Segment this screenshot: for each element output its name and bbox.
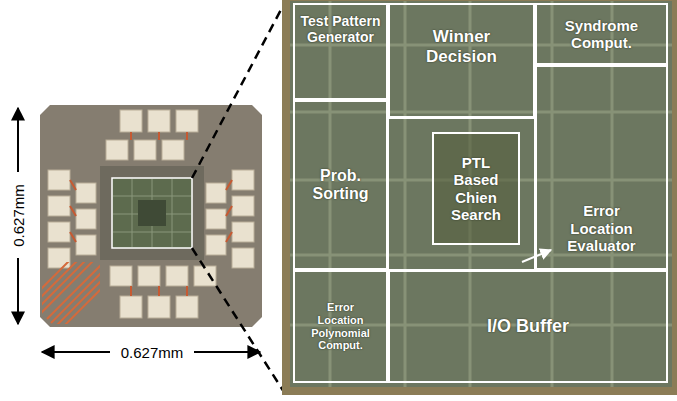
core-area [100, 166, 204, 260]
floorplan-block: Error Location Polynomial Comput. [293, 270, 388, 383]
block-label: Error Location Evaluator [558, 202, 646, 254]
zoom-region [112, 178, 192, 248]
block-label: Error Location Polynomial Comput. [308, 301, 374, 352]
floorplan-block: I/O Buffer [388, 270, 668, 383]
zoom-lines [192, 4, 284, 392]
floorplan-block: PTL Based Chien Search [432, 132, 520, 245]
hatched-region [30, 250, 110, 330]
evaluator-frame [388, 118, 535, 270]
dimension-arrows [18, 108, 260, 352]
zoom-frame [282, 0, 677, 395]
chien-area [432, 132, 520, 245]
floorplan-block: Error Location Evaluator [535, 65, 668, 270]
floorplan-block: Syndrome Comput. [535, 3, 668, 65]
floorplan-block: Test Pattern Generator [293, 3, 388, 100]
zoom-photo [290, 1, 672, 387]
block-label: Syndrome Comput. [546, 17, 658, 52]
core-grid [113, 179, 191, 247]
floorplan-block: Prob. Sorting [293, 100, 388, 270]
block-label: I/O Buffer [487, 316, 569, 337]
block-label: PTL Based Chien Search [443, 154, 509, 223]
core-block [138, 200, 166, 226]
floorplan-block: Winner Decision [388, 3, 535, 118]
dimension-label: 0.627mm [118, 344, 187, 361]
photo-grid [290, 1, 672, 387]
block-label: Prob. Sorting [301, 167, 381, 204]
block-label: Test Pattern Generator [301, 13, 381, 45]
block-label: Winner Decision [417, 27, 507, 66]
dimension-label: 0.627mm [10, 181, 27, 250]
